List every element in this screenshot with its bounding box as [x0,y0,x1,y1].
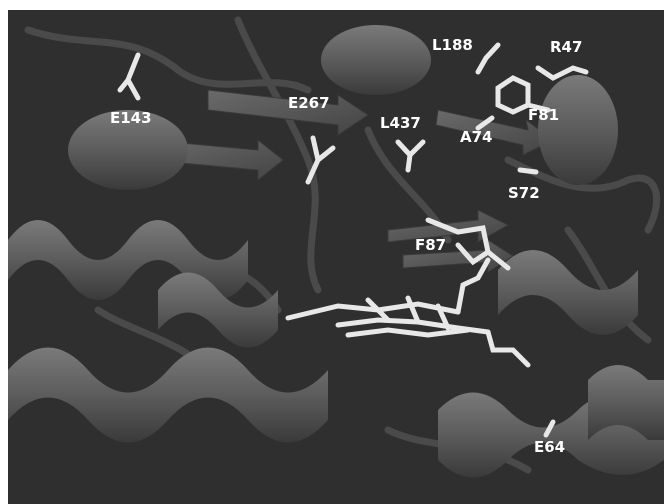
protein-structure-figure: E143 E267 L437 L188 R47 F81 A74 S72 F87 … [8,10,664,504]
residue-sticks [117,42,589,438]
label-e64: E64 [534,438,565,456]
label-f81: F81 [528,106,559,124]
label-e143: E143 [110,109,152,127]
heme-cofactor [285,257,531,368]
residue-labels: E143 E267 L437 L188 R47 F81 A74 S72 F87 … [110,36,582,456]
label-r47: R47 [550,38,582,56]
label-s72: S72 [508,184,540,202]
alpha-helices [8,25,664,478]
label-l188: L188 [432,36,473,54]
label-l437: L437 [380,114,421,132]
label-a74: A74 [460,128,492,146]
label-f87: F87 [415,236,446,254]
label-e267: E267 [288,94,330,112]
